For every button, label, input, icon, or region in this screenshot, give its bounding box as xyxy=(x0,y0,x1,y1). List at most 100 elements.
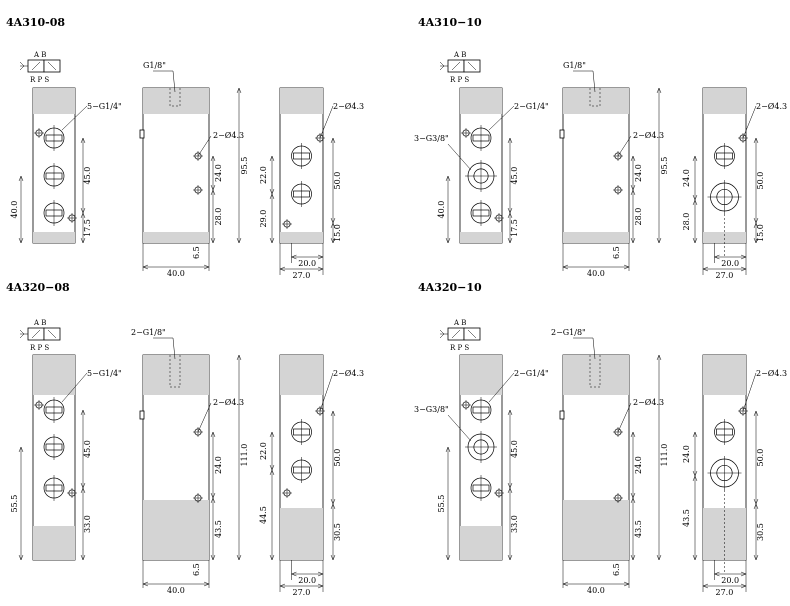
symbol-port-label: A B xyxy=(453,51,466,59)
symbol-port-label: A B xyxy=(453,319,466,327)
pilot-port-callout: 2−G1/8" xyxy=(131,328,166,337)
dimension-label: 30.5 xyxy=(333,523,342,541)
dimension-label: 24.0 xyxy=(214,456,223,474)
rear-port-icon xyxy=(707,180,742,214)
port-callout: 2−G1/4" xyxy=(514,102,549,111)
dim-side-height: 111.0 xyxy=(236,354,249,561)
pneumatic-symbol-icon: A BR P S xyxy=(439,51,481,84)
dimension-label: 24.0 xyxy=(682,445,691,463)
hole-callout: 2−Ø4.3 xyxy=(213,398,244,407)
mount-hole xyxy=(613,493,623,503)
dimension-label: 24.0 xyxy=(682,169,691,187)
hole-callout: 2−Ø4.3 xyxy=(333,369,364,378)
dimension-label: 43.5 xyxy=(682,509,691,527)
model-block: 4A310-08A BR P S5−G1/4"45.017.540.0G1/8"… xyxy=(6,16,364,280)
dimension-label: 40.0 xyxy=(167,586,185,595)
mount-hole xyxy=(461,128,471,138)
dimension-label: 45.0 xyxy=(83,440,92,458)
dimension-label: 40.0 xyxy=(587,586,605,595)
side-tab xyxy=(139,410,145,420)
rear-bottom-cap xyxy=(280,232,323,243)
dimension-label: 43.5 xyxy=(214,520,223,538)
dim-side-upper: 24.0 xyxy=(210,431,223,499)
front-top-cap xyxy=(460,88,502,114)
dim-front-bottom: 33.0 xyxy=(80,487,92,561)
rear-view: 2−Ø4.322.029.050.015.020.027.0 xyxy=(259,87,364,280)
front-view: 2−G1/4"3−G3/8"45.017.540.0 xyxy=(414,87,549,244)
rear-top-cap xyxy=(280,355,323,395)
dim-side-lower: 43.5 xyxy=(630,497,643,561)
pneumatic-symbol-icon: A B R P S xyxy=(19,51,61,84)
dim-side-height: 95.5 xyxy=(656,87,669,244)
model-title: 4A320−10 xyxy=(418,281,482,294)
dim-front-top: 45.0 xyxy=(507,137,519,214)
dim-rear-w1: 20.0 xyxy=(290,254,324,268)
rear-top-cap xyxy=(703,355,746,395)
rear-top-cap xyxy=(280,88,323,114)
dim-side-lower: 43.5 xyxy=(210,497,223,561)
side-top-cap xyxy=(143,355,209,395)
rear-port-icon xyxy=(707,456,742,490)
rear-port-icon xyxy=(714,143,735,169)
dimension-label: 15.0 xyxy=(756,224,765,242)
rear-port-icon xyxy=(291,419,312,445)
dim-rear-span: 50.0 xyxy=(753,410,765,505)
port-b-icon xyxy=(470,475,492,501)
dim-rear-upper: 22.0 xyxy=(259,431,275,471)
side-port-callout: 3−G3/8" xyxy=(414,405,449,414)
dim-rear-lower: 29.0 xyxy=(259,193,275,244)
side-top-cap xyxy=(563,355,629,395)
dimension-label: 40.0 xyxy=(437,201,446,219)
side-top-cap xyxy=(563,88,629,114)
dim-front-bottom: 17.5 xyxy=(80,212,92,244)
port-p-icon xyxy=(465,431,497,463)
port-a-icon xyxy=(43,125,65,151)
model-title: 4A320−08 xyxy=(6,281,70,294)
dim-side-width: 40.0 xyxy=(562,581,630,595)
side-port-callout: 3−G3/8" xyxy=(414,134,449,143)
pilot-port-icon xyxy=(169,355,181,388)
side-tab xyxy=(559,129,565,139)
dim-rear-span: 50.0 xyxy=(330,137,342,224)
dim-side-offset: 6.5 xyxy=(612,246,621,259)
side-bottom-cap xyxy=(143,232,209,243)
dimension-label: 24.0 xyxy=(634,456,643,474)
dimension-label: 22.0 xyxy=(259,442,268,460)
dimension-label: 28.0 xyxy=(682,213,691,231)
dim-side-height: 95.5 xyxy=(236,87,249,244)
model-title: 4A310-08 xyxy=(6,16,65,29)
dimension-label: 45.0 xyxy=(83,167,92,185)
rear-view: 2−Ø4.324.043.550.030.520.027.0 xyxy=(682,354,787,597)
model-block: 4A320−08A BR P S5−G1/4"45.033.055.52−G1/… xyxy=(6,281,364,597)
rear-port-icon xyxy=(291,457,312,483)
dim-side-width: 40.0 xyxy=(142,581,210,595)
dim-rear-upper: 24.0 xyxy=(682,431,698,477)
dim-rear-w2: 27.0 xyxy=(279,266,324,280)
mount-hole xyxy=(193,185,203,195)
dim-side-upper: 24.0 xyxy=(630,431,643,499)
hole-callout: 2−Ø4.3 xyxy=(633,398,664,407)
dimension-label: 20.0 xyxy=(721,576,739,585)
dim-front-top: 45.0 xyxy=(507,409,519,489)
model-block: 4A310−10A BR P S2−G1/4"3−G3/8"45.017.540… xyxy=(414,16,787,280)
dimension-label: 33.0 xyxy=(83,515,92,533)
dim-rear-w1: 20.0 xyxy=(290,571,324,585)
dim-front-left: 55.5 xyxy=(437,446,451,561)
dimension-label: 55.5 xyxy=(437,495,446,513)
dim-rear-span: 50.0 xyxy=(330,410,342,505)
dim-rear-lower: 44.5 xyxy=(259,469,275,561)
dimension-label: 28.0 xyxy=(634,208,643,226)
symbol-port-label: R P S xyxy=(30,344,49,352)
symbol-port-label: R P S xyxy=(30,76,49,84)
mount-hole xyxy=(193,493,203,503)
side-view: G1/8"2−Ø4.395.524.028.040.06.5 xyxy=(559,61,669,278)
symbol-port-label: R P S xyxy=(450,344,469,352)
dimension-label: 111.0 xyxy=(240,444,249,467)
dim-side-lower: 28.0 xyxy=(630,189,643,244)
port-b-icon xyxy=(470,200,492,226)
dimension-label: 40.0 xyxy=(10,201,19,219)
side-view: G1/8"2−Ø4.395.524.028.040.06.5 xyxy=(139,61,249,278)
dimension-label: 20.0 xyxy=(298,259,316,268)
symbol-port-label: A B xyxy=(33,51,46,59)
